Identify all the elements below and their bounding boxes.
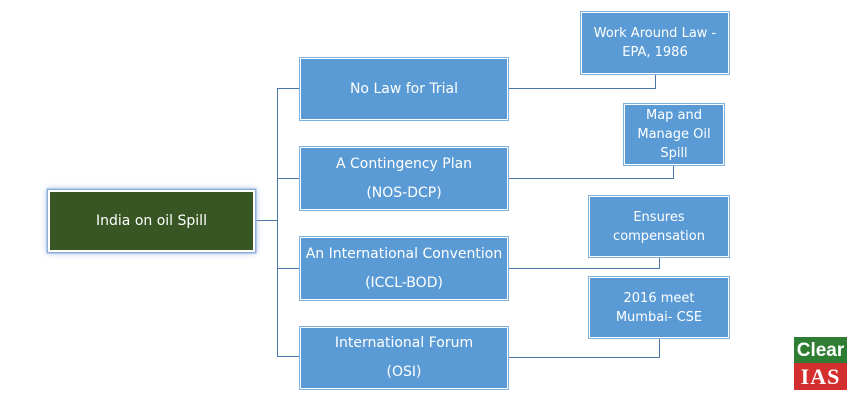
branch-no-law-for-trial: No Law for Trial xyxy=(300,58,508,120)
detail-line: Ensures xyxy=(633,209,685,225)
detail-line: Map and xyxy=(645,108,703,123)
branch-sublabel: (NOS-DCP) xyxy=(366,184,442,201)
detail-line: compensation xyxy=(613,228,705,244)
logo-bottom-text: IAS xyxy=(794,363,847,390)
branch-label: A Contingency Plan xyxy=(335,155,473,172)
detail-line: 2016 meet xyxy=(623,290,695,306)
branch-label: International Forum xyxy=(334,335,474,351)
branch-international-convention: An International Convention (ICCL-BOD) xyxy=(300,237,508,300)
logo-top-text: Clear xyxy=(794,337,847,364)
detail-ensures-compensation: Ensures compensation xyxy=(589,196,729,257)
detail-map-manage-oil-spill: Map and Manage Oil Spill xyxy=(624,104,724,165)
detail-work-around-law: Work Around Law - EPA, 1986 xyxy=(581,12,729,74)
branch-sublabel: (ICCL-BOD) xyxy=(365,274,443,291)
detail-line: EPA, 1986 xyxy=(622,45,688,60)
root-label: India on oil Spill xyxy=(96,213,207,229)
clear-ias-logo: Clear IAS xyxy=(794,337,847,390)
detail-line: Spill xyxy=(660,146,688,161)
branch-sublabel: (OSI) xyxy=(386,364,422,380)
detail-line: Mumbai- CSE xyxy=(615,309,703,325)
branch-label: No Law for Trial xyxy=(349,80,459,97)
branch-contingency-plan: A Contingency Plan (NOS-DCP) xyxy=(300,147,508,210)
detail-2016-meet: 2016 meet Mumbai- CSE xyxy=(589,277,729,338)
root-node: India on oil Spill xyxy=(48,190,255,252)
detail-line: Manage Oil xyxy=(637,127,711,142)
branch-international-forum: International Forum (OSI) xyxy=(300,327,508,389)
detail-line: Work Around Law - xyxy=(593,26,717,41)
branch-label: An International Convention xyxy=(305,245,503,262)
